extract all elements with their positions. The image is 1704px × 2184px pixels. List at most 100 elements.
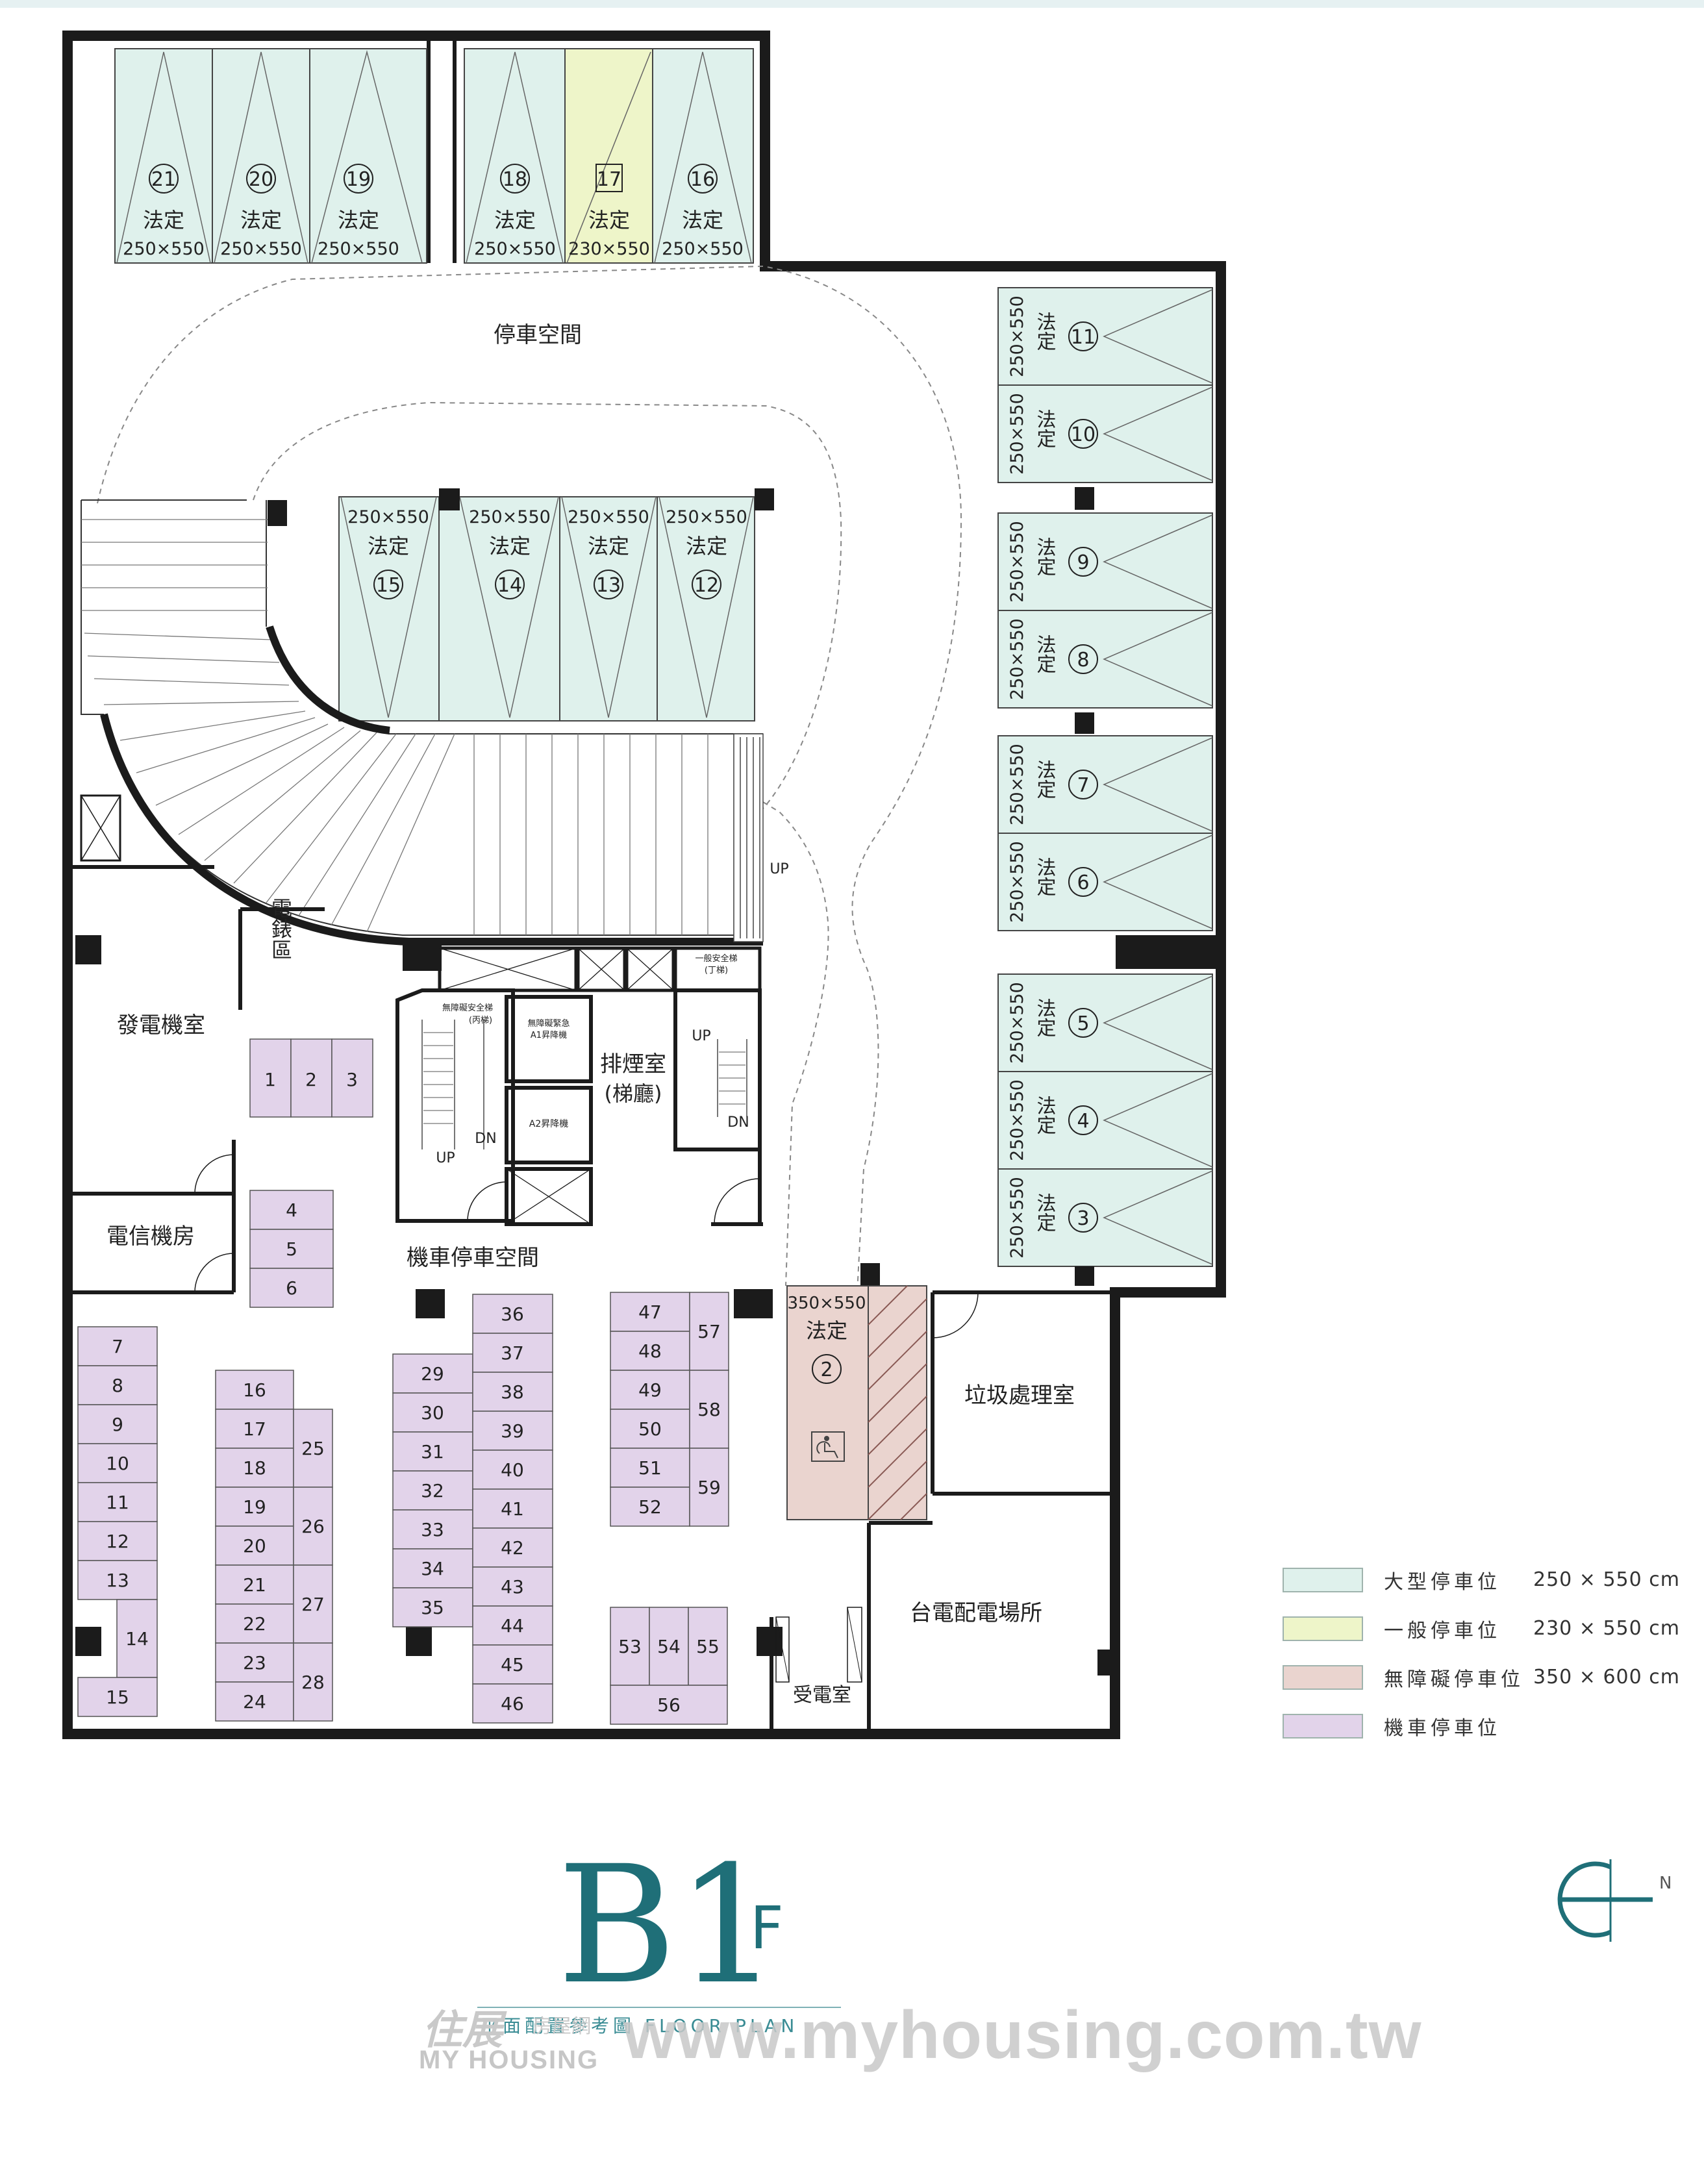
moto-17: 17 — [243, 1418, 266, 1440]
legend-item-general: 一般停車位 230 × 550 cm — [1283, 1604, 1698, 1653]
svg-text:法定: 法定 — [1033, 857, 1056, 896]
svg-text:法定: 法定 — [1033, 634, 1056, 673]
moto-36: 36 — [501, 1303, 524, 1325]
space-8: 250×550 法定 8 — [1007, 618, 1098, 700]
elevator-a2-label: A2昇降機 — [529, 1119, 568, 1129]
space-18: 18 法定 250×550 — [474, 164, 556, 259]
moto-54: 54 — [657, 1636, 681, 1657]
legend-item-large: 大型停車位 250 × 550 cm — [1283, 1555, 1698, 1604]
svg-text:7: 7 — [1077, 774, 1089, 797]
svg-text:250×550: 250×550 — [123, 239, 205, 259]
space-10: 250×550 法定 10 — [1007, 393, 1098, 475]
svg-text:250×550: 250×550 — [1007, 982, 1027, 1064]
moto-58: 58 — [697, 1399, 721, 1420]
moto-52: 52 — [638, 1496, 662, 1518]
moto-18: 18 — [243, 1457, 266, 1479]
svg-text:250×550: 250×550 — [666, 507, 747, 527]
telecom-room-label: 電信機房 — [106, 1224, 195, 1249]
meter-area-label: 電錶區 — [268, 897, 293, 960]
moto-11: 11 — [106, 1492, 129, 1513]
svg-text:250×550: 250×550 — [662, 239, 744, 259]
svg-text:4: 4 — [1077, 1110, 1089, 1133]
moto-34: 34 — [421, 1558, 444, 1579]
moto-43: 43 — [501, 1576, 524, 1598]
svg-text:10: 10 — [1071, 423, 1096, 446]
service-rooms — [770, 1290, 1115, 1734]
space-2: 350×550 法定 2 — [787, 1294, 866, 1384]
moto-31: 31 — [421, 1441, 444, 1462]
moto-41: 41 — [501, 1498, 524, 1520]
svg-text:法定: 法定 — [588, 208, 630, 232]
moto-20: 20 — [243, 1535, 266, 1557]
moto-55: 55 — [696, 1636, 720, 1657]
space-6: 250×550 法定 6 — [1007, 841, 1098, 923]
title-underline — [477, 2007, 841, 2008]
svg-text:21: 21 — [151, 168, 176, 191]
svg-text:6: 6 — [1077, 872, 1089, 894]
space-5: 250×550 法定 5 — [1007, 982, 1098, 1064]
ramp-up-label: UP — [770, 861, 788, 877]
moto-21: 21 — [243, 1574, 266, 1596]
svg-text:250×550: 250×550 — [1007, 1177, 1027, 1259]
svg-text:法定: 法定 — [1033, 1193, 1056, 1232]
svg-text:5: 5 — [1077, 1012, 1089, 1035]
svg-text:法定: 法定 — [682, 208, 723, 232]
moto-45: 45 — [501, 1654, 524, 1676]
svg-text:250×550: 250×550 — [1007, 744, 1027, 825]
power-station-label: 台電配電場所 — [910, 1600, 1042, 1626]
svg-text:20: 20 — [249, 168, 273, 191]
svg-text:250×550: 250×550 — [1007, 295, 1027, 377]
top-parking-row — [114, 48, 754, 264]
floor-plan: 21 法定 250×550 20 法定 250×550 19 法定 250×55… — [62, 31, 1226, 1739]
moto-51: 51 — [638, 1457, 662, 1479]
svg-text:250×550: 250×550 — [1007, 393, 1027, 475]
legend-swatch-large — [1283, 1567, 1363, 1592]
moto-50: 50 — [638, 1418, 662, 1440]
svg-text:18: 18 — [503, 168, 527, 191]
moto-25: 25 — [301, 1438, 325, 1459]
general-stair-label: 一般安全梯 — [695, 953, 737, 964]
floor-title-suffix: F — [750, 1894, 784, 1963]
svg-text:250×550: 250×550 — [318, 239, 399, 259]
ramp-treads — [81, 519, 734, 935]
svg-text:12: 12 — [694, 574, 719, 597]
svg-text:250×550: 250×550 — [474, 239, 556, 259]
svg-text:法定: 法定 — [1033, 1096, 1056, 1135]
legend-size: 350 × 600 cm — [1533, 1666, 1680, 1688]
svg-text:14: 14 — [497, 574, 522, 597]
svg-text:法定: 法定 — [489, 534, 531, 559]
svg-text:法定: 法定 — [494, 208, 536, 232]
moto-22: 22 — [243, 1613, 266, 1635]
moto-8: 8 — [112, 1375, 123, 1396]
ramp-outer-wall — [100, 625, 763, 946]
ramp-grating — [733, 733, 764, 942]
space-7: 250×550 法定 7 — [1007, 744, 1098, 825]
svg-text:法定: 法定 — [1033, 537, 1056, 576]
moto-24: 24 — [243, 1691, 266, 1713]
svg-text:250×550: 250×550 — [1007, 618, 1027, 700]
middle-parking-row — [268, 488, 774, 722]
legend-item-accessible: 無障礙停車位 350 × 600 cm — [1283, 1653, 1698, 1701]
space-17: 17 法定 230×550 — [568, 164, 650, 259]
moto-1: 1 — [264, 1069, 276, 1090]
drive-lanes — [97, 265, 962, 1293]
north-label: N — [1659, 1874, 1672, 1893]
moto-38: 38 — [501, 1381, 524, 1403]
elevator-a1-label: 無障礙緊急 — [527, 1019, 570, 1029]
legend-size: 250 × 550 cm — [1533, 1568, 1680, 1591]
moto-47: 47 — [638, 1301, 662, 1323]
legend-name: 機車停車位 — [1384, 1716, 1501, 1740]
svg-text:法定: 法定 — [143, 208, 184, 232]
svg-text:250×550: 250×550 — [220, 239, 302, 259]
moto-14: 14 — [125, 1628, 149, 1650]
moto-57: 57 — [697, 1321, 721, 1342]
svg-text:法定: 法定 — [806, 1318, 847, 1343]
accessible-parking — [786, 1285, 927, 1520]
moto-48: 48 — [638, 1340, 662, 1362]
stair-dn-label-2: DN — [727, 1114, 749, 1131]
svg-text:17: 17 — [597, 168, 621, 191]
moto-10: 10 — [106, 1453, 129, 1474]
svg-text:法定: 法定 — [1033, 760, 1056, 799]
space-9: 250×550 法定 9 — [1007, 521, 1098, 603]
svg-text:250×550: 250×550 — [469, 507, 551, 527]
